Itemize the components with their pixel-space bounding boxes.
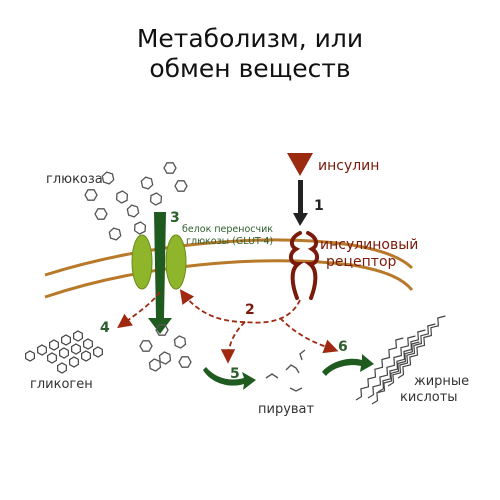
glucose-label: глюкоза xyxy=(46,172,103,187)
pyruvate-fragment xyxy=(285,364,300,374)
glycogen-chain xyxy=(24,330,104,374)
membrane-inner-line xyxy=(44,259,414,299)
glycogen-unit xyxy=(70,343,82,355)
pyruvate-fragment xyxy=(299,349,306,361)
step-number-3: 3 xyxy=(170,210,180,226)
glucose-molecule xyxy=(108,227,122,241)
glycogen-unit xyxy=(24,350,36,362)
glucose-molecule xyxy=(163,162,177,174)
glycogen-unit xyxy=(82,338,94,350)
glycogen-unit xyxy=(92,346,104,358)
cell-membrane xyxy=(44,238,414,299)
insulin-triangle-icon xyxy=(287,153,313,176)
glycogen-unit xyxy=(60,334,72,346)
glucose-molecule xyxy=(178,356,192,368)
lipogenesis-arrow xyxy=(322,354,374,376)
glucose-molecules-inside xyxy=(139,324,192,372)
transporter-left-lobe xyxy=(131,234,153,290)
glycogen-unit xyxy=(46,352,58,364)
glucose-molecules-outside xyxy=(84,162,188,241)
fatty-acid-chain xyxy=(377,329,426,393)
glucose-molecule xyxy=(149,192,163,206)
signal-path-to-transporter xyxy=(179,289,246,323)
step-number-5: 5 xyxy=(230,366,240,382)
page-title: Метаболизм, или обмен веществ xyxy=(0,24,500,84)
glycogen-unit xyxy=(48,339,60,351)
insulin-receptor xyxy=(289,231,319,300)
glycogen-unit xyxy=(56,362,68,374)
step-number-4: 4 xyxy=(100,320,110,336)
fatty-acid-chains xyxy=(355,315,446,405)
glucose-molecule xyxy=(174,180,188,192)
transporter-label-line-1: белок переносчик xyxy=(182,224,273,235)
fatty-acids-label-line-1: жирные xyxy=(414,374,469,389)
glycogen-unit xyxy=(68,356,80,368)
signal-path-to-pyruvate xyxy=(220,321,246,364)
transporter-right-lobe xyxy=(165,234,187,290)
insulin-label: инсулин xyxy=(318,158,379,174)
glucose-molecule xyxy=(94,208,108,220)
insulin-molecule xyxy=(287,153,313,226)
title-line-1: Метаболизм, или xyxy=(136,24,364,53)
transporter-label-line-2: глюкозы (GLUT-4) xyxy=(186,236,273,247)
glucose-molecule xyxy=(101,171,115,185)
glucose-molecule xyxy=(126,204,140,218)
glucose-molecule xyxy=(84,189,98,201)
glucose-molecule xyxy=(155,324,169,336)
step-number-6: 6 xyxy=(338,339,348,355)
receptor-label-line-2: рецептор xyxy=(326,254,397,270)
receptor-label-line-1: инсулиновый xyxy=(320,237,418,253)
fatty-acid-chain xyxy=(355,337,404,401)
fatty-acid-chain xyxy=(387,323,436,387)
glucose-molecule xyxy=(158,351,172,365)
glycogen-unit xyxy=(58,347,70,359)
step-number-1: 1 xyxy=(314,198,324,214)
glycogen-unit xyxy=(72,330,84,342)
fatty-acid-chain xyxy=(397,315,446,379)
receptor-right-chain xyxy=(304,231,319,300)
glucose-molecule xyxy=(115,190,129,204)
signal-path-main xyxy=(244,299,301,324)
glucose-molecule xyxy=(148,358,162,372)
title-line-2: обмен веществ xyxy=(149,54,351,83)
signal-path-to-glycogen xyxy=(117,291,161,329)
insulin-binding-arrow xyxy=(293,180,308,226)
glycolysis-arrow xyxy=(203,367,256,390)
glycogen-unit xyxy=(36,344,48,356)
signal-pathways xyxy=(117,289,339,364)
glucose-molecule xyxy=(133,221,147,235)
pyruvate-molecules xyxy=(265,349,306,392)
glucose-influx-arrow xyxy=(148,212,172,334)
glucose-molecule xyxy=(140,176,154,190)
glucose-molecule xyxy=(139,340,153,352)
fatty-acid-chain xyxy=(367,335,416,399)
membrane-outer-line xyxy=(44,238,414,277)
metabolic-arrows xyxy=(203,354,374,390)
glut4-transporter xyxy=(131,212,187,334)
signal-path-to-fatty-acids xyxy=(279,317,339,354)
pyruvate-fragment xyxy=(289,387,303,392)
fatty-acid-chain xyxy=(371,341,420,405)
step-number-2: 2 xyxy=(245,302,255,318)
pyruvate-label: пируват xyxy=(258,402,315,417)
glycogen-label: гликоген xyxy=(30,377,93,392)
receptor-left-chain xyxy=(289,231,304,300)
pyruvate-fragment xyxy=(265,373,279,379)
fatty-acids-label-line-2: кислоты xyxy=(400,390,458,405)
glucose-molecule xyxy=(173,335,187,349)
glycogen-unit xyxy=(80,350,92,362)
